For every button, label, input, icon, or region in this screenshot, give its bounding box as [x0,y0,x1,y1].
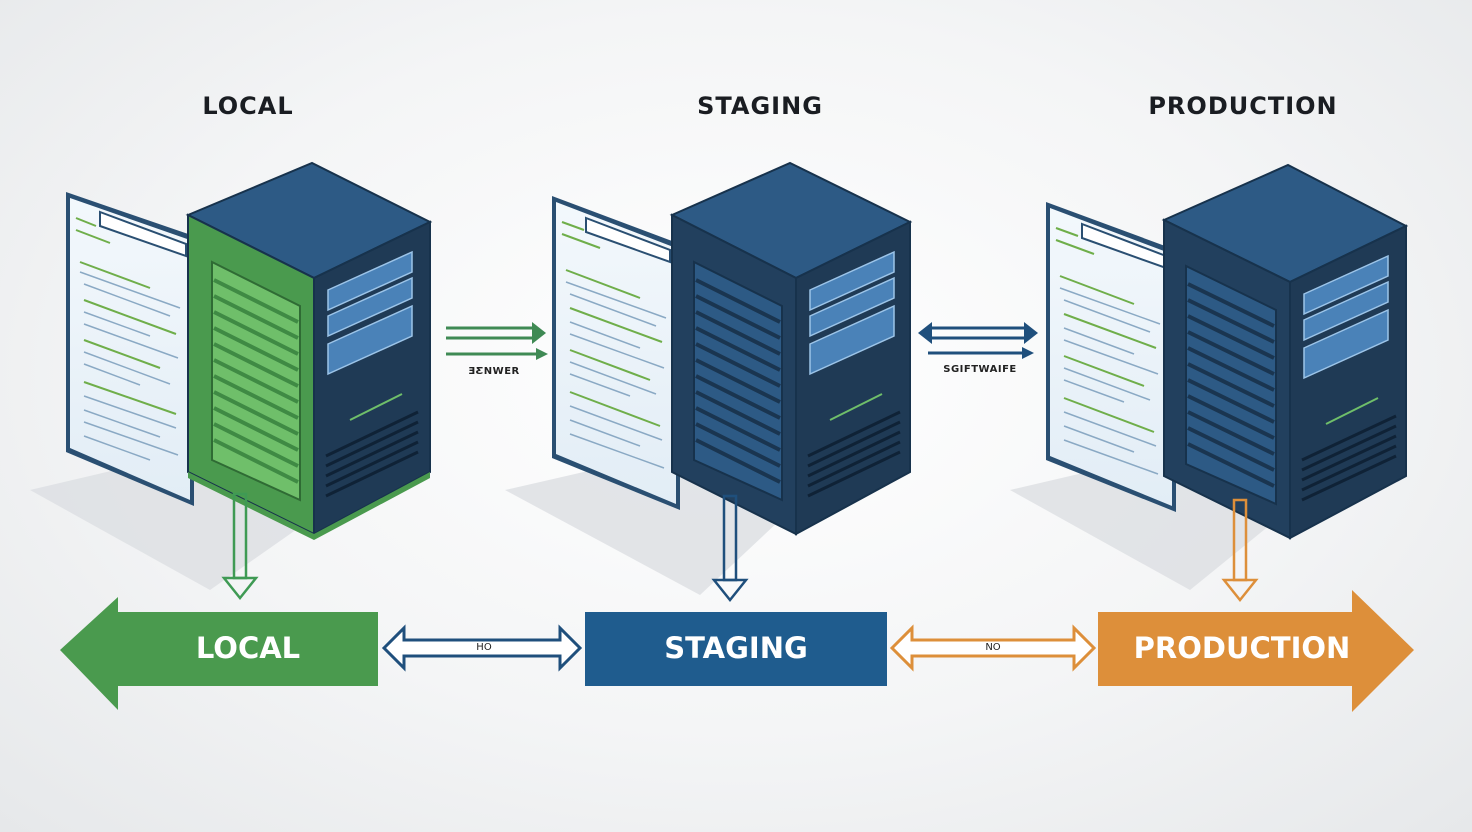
staging-title: STAGING [697,92,823,120]
server-tower-icon [185,161,433,540]
production-band-label: PRODUCTION [1133,631,1351,665]
arrow-down-icon [221,492,259,601]
staging-band-label: STAGING [664,631,808,665]
arrow-down-icon [1221,498,1259,603]
staging-server-group [552,161,913,536]
double-arrow-icon [889,624,1097,672]
production-title: PRODUCTION [1148,92,1338,120]
local-server-group [66,161,433,540]
connector-label-bottom-right: NO [985,642,1001,653]
code-document-icon [1046,202,1176,512]
double-arrow-icon [381,624,583,672]
arrow-down-icon [711,494,749,603]
server-tower-icon [669,161,913,536]
connector-label-top-right: SGIFTWAIFE [943,364,1017,375]
code-document-icon [552,196,680,510]
code-document-icon [66,192,194,506]
local-band-label: LOCAL [195,631,301,665]
production-band-arrow [1098,590,1414,712]
connector-label-top-left: ƎƸNWER [468,366,520,377]
arrow-right-icon [446,322,548,360]
production-server-group [1046,163,1409,540]
server-tower-icon [1161,163,1409,540]
connector-label-bottom-left: HO [476,642,492,653]
local-title: LOCAL [202,92,294,120]
local-band-arrow [60,597,378,710]
double-arrow-icon [918,322,1038,359]
staging-band-box [585,612,887,686]
